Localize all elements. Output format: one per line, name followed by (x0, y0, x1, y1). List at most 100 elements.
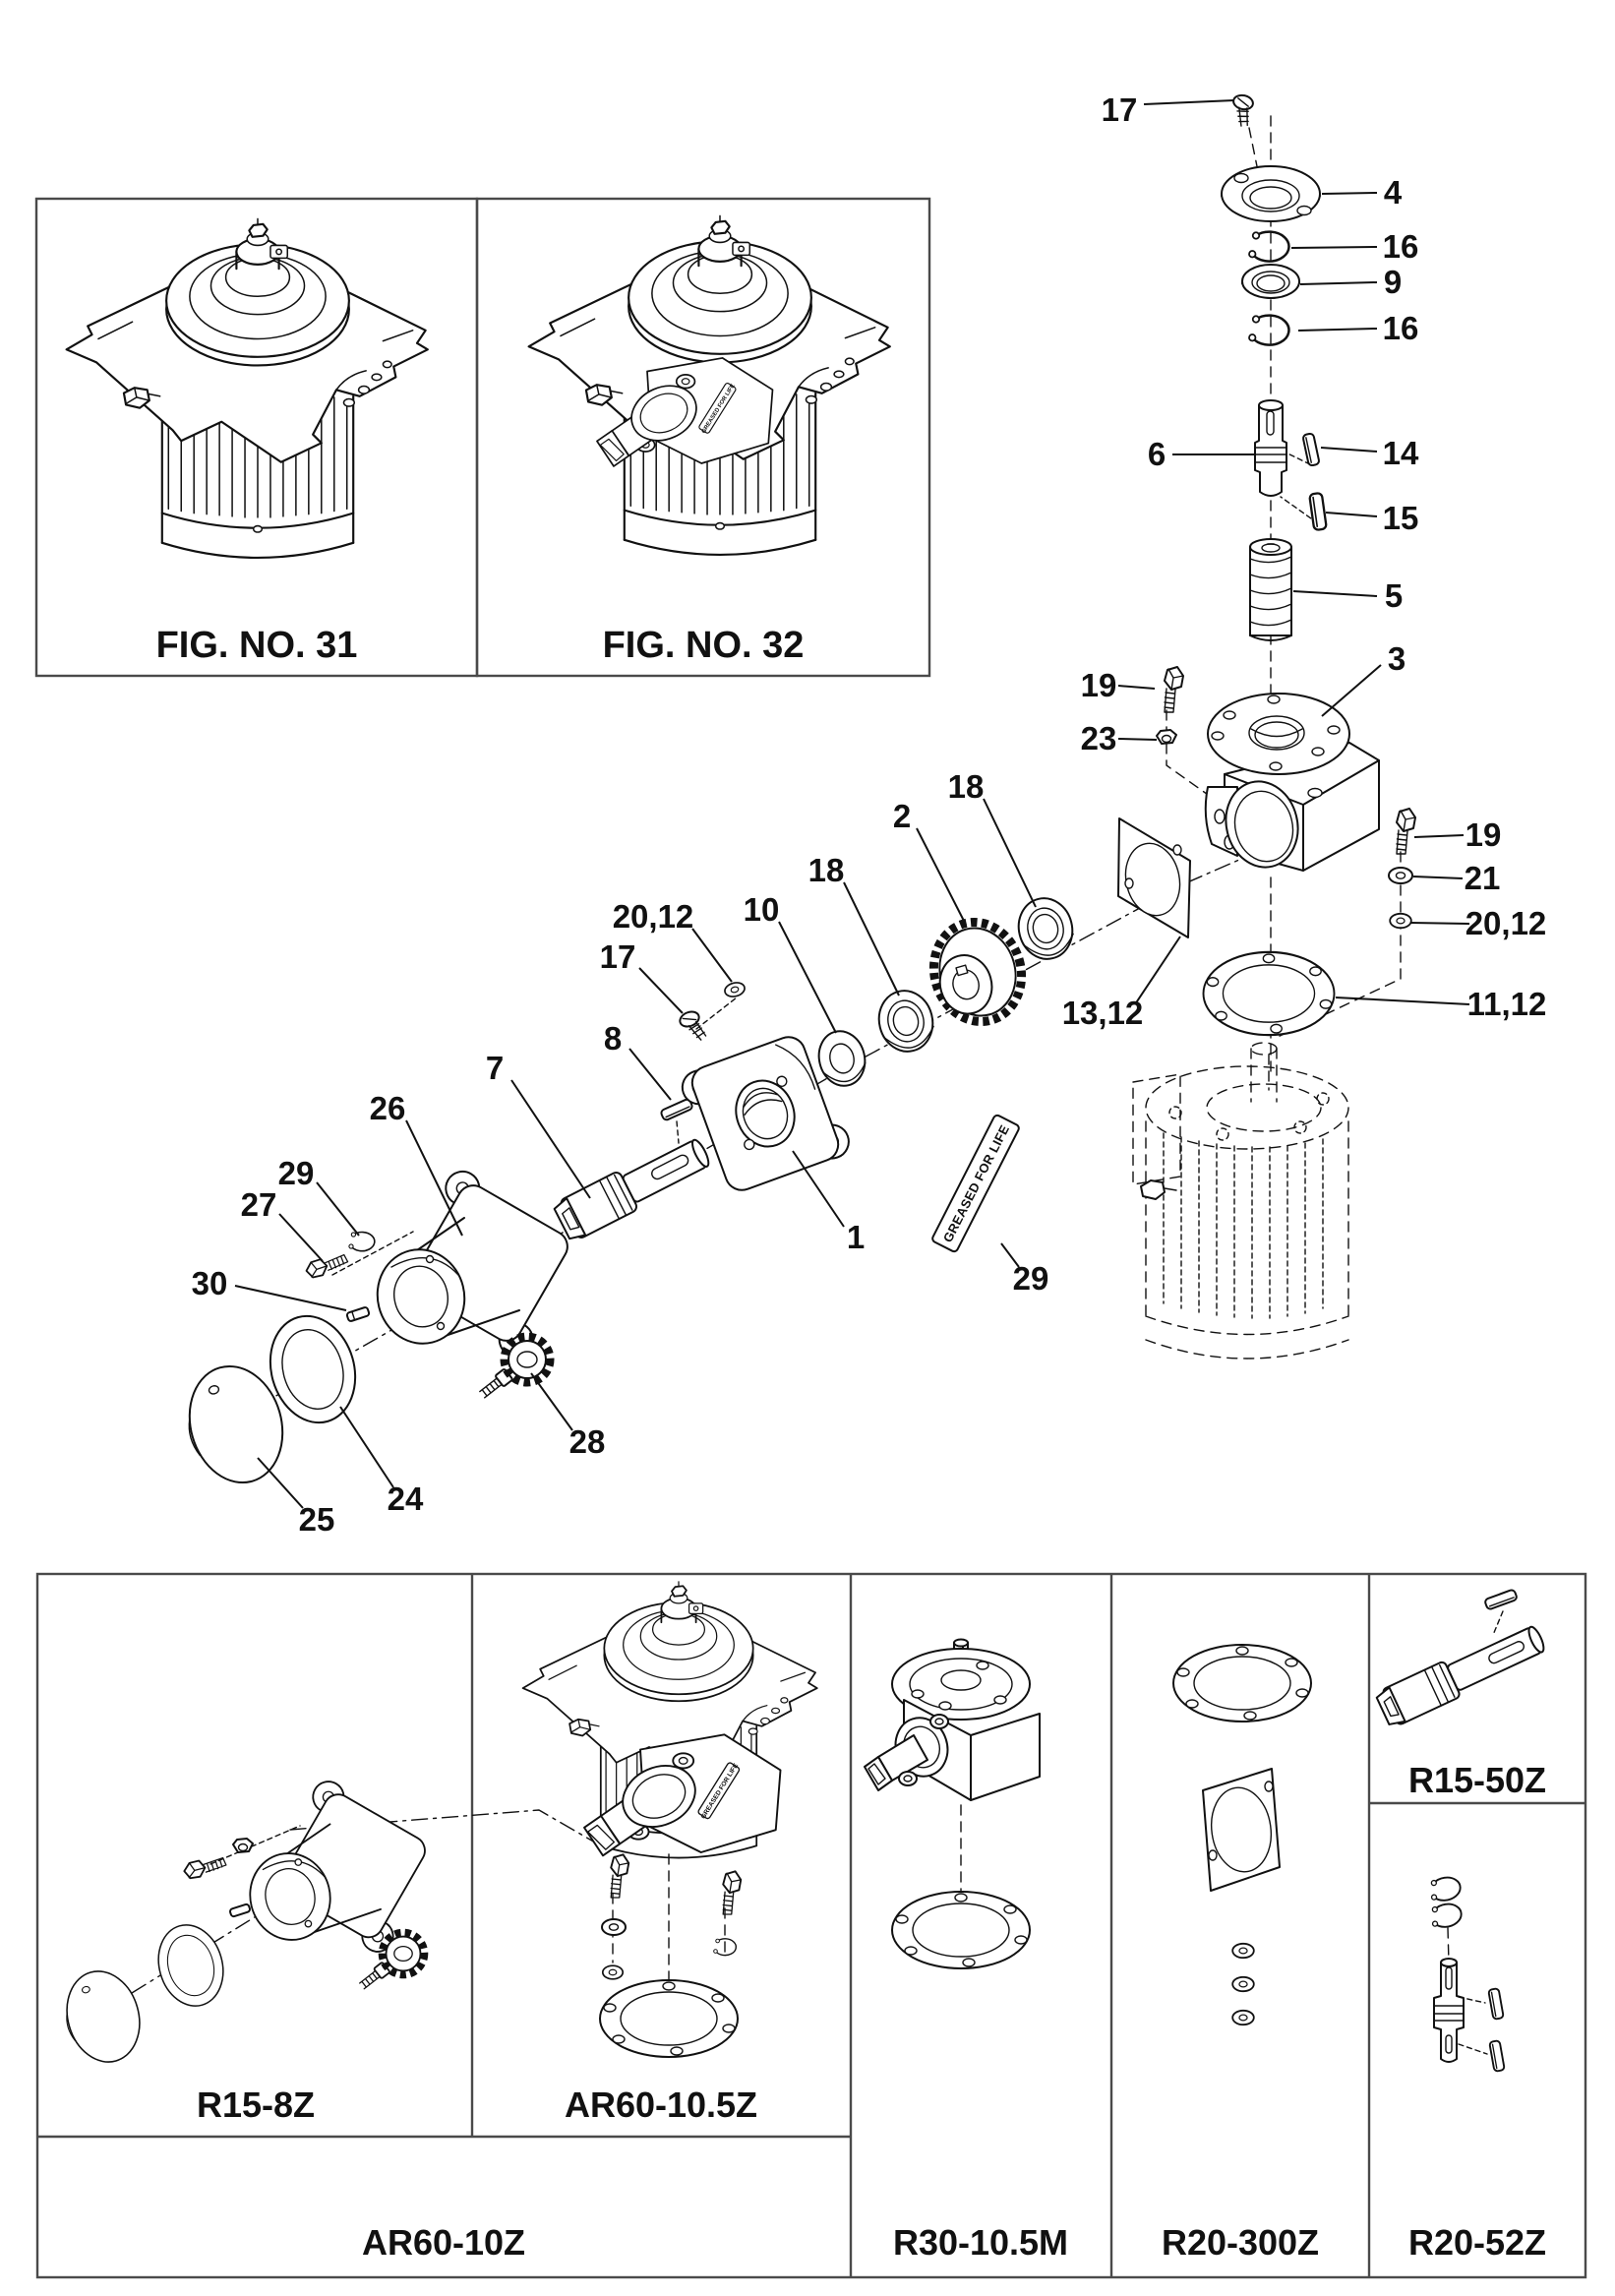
callout-label: 18 (808, 852, 845, 888)
part-bolt-19b (1396, 808, 1416, 855)
callout-leader (1325, 512, 1378, 517)
callout-label: 19 (1081, 667, 1117, 703)
part-bearing-9 (1241, 264, 1300, 299)
part-shaft-6 (1254, 399, 1287, 497)
callout-label: 16 (1383, 310, 1419, 346)
part-screw-17-top (1227, 92, 1256, 129)
callout-label: 17 (1102, 91, 1138, 128)
part-bearing-18b (871, 984, 940, 1058)
callout-label: 17 (600, 938, 636, 975)
callout-leader (510, 1079, 591, 1199)
callout-leader (1117, 685, 1156, 690)
callout-label: 8 (604, 1020, 622, 1057)
callout-leader (1321, 664, 1382, 717)
part-housing-3 (1204, 693, 1380, 872)
callout-leader (843, 881, 900, 997)
kit-grid (35, 1572, 1587, 2279)
part-spacer-10 (817, 1030, 867, 1087)
kit-caption-r15-50z: R15-50Z (1408, 1760, 1546, 1800)
part-bolt-19a (1164, 666, 1184, 713)
callout-label: 30 (192, 1265, 228, 1301)
callout-leader (1117, 738, 1158, 741)
callout-leader (792, 1150, 845, 1228)
kit-r30-105m-art (864, 1638, 1041, 1969)
callout-leader (916, 827, 967, 926)
callout-leader (1297, 328, 1378, 332)
callout-leader (257, 1457, 304, 1509)
callout-label: 28 (569, 1423, 606, 1460)
callout-label: 13,12 (1062, 995, 1144, 1031)
callout-label: 14 (1383, 435, 1419, 471)
callout-label: 27 (241, 1186, 277, 1223)
fig32-caption: FIG. NO. 32 (603, 625, 805, 666)
fig31-panel: FIG. NO. 31 (34, 197, 479, 678)
part-bearing-18a (1011, 891, 1080, 966)
kit-r20-52z-art (1427, 1873, 1506, 2073)
part-knob-28 (478, 1337, 550, 1400)
part-washer-21 (1388, 867, 1413, 884)
callout-label: 5 (1385, 577, 1403, 614)
callout-label: 20,12 (1465, 905, 1547, 941)
callout-leader (1000, 1242, 1020, 1268)
callout-leader (983, 798, 1037, 908)
callout-leader (691, 928, 733, 983)
part-gasket-1112 (1202, 950, 1336, 1037)
callout-label: 4 (1384, 174, 1403, 211)
callout-label: 25 (299, 1501, 335, 1538)
callout-leader (1335, 997, 1470, 1005)
callout-label: 15 (1383, 500, 1419, 536)
callout-leader (638, 967, 684, 1014)
part-screw-17b (677, 1007, 709, 1046)
callout-leader (1134, 936, 1181, 1005)
callout-leader (530, 1372, 573, 1431)
brand-band: GREASED FOR LIFE (931, 1114, 1020, 1253)
callout-leader (1413, 834, 1465, 838)
callout-label: 10 (744, 891, 780, 928)
callout-leader (1290, 246, 1378, 249)
callout-label: 6 (1148, 436, 1166, 472)
callout-leader (316, 1181, 360, 1237)
brand-band-label: GREASED FOR LIFE (940, 1122, 1012, 1244)
callout-leader (628, 1048, 672, 1101)
part-shaft-7 (553, 1138, 710, 1240)
callout-label: 24 (388, 1480, 424, 1517)
callout-label: 29 (278, 1155, 315, 1191)
part-pin-30 (345, 1306, 371, 1322)
kit-r15-50z-art (1375, 1588, 1545, 1725)
callout-leader (1412, 876, 1464, 879)
part-worm-5 (1249, 538, 1292, 641)
kit-caption-r30-105m: R30-10.5M (893, 2222, 1068, 2263)
part-key-15 (1308, 491, 1328, 532)
kit-r20-300z-art (1172, 1644, 1312, 2026)
callout-leader (1321, 192, 1378, 195)
hidden-motor (1132, 1042, 1349, 1359)
callout-label: 23 (1081, 720, 1117, 756)
callout-label: 29 (1013, 1260, 1049, 1297)
callout-leader (1299, 281, 1378, 285)
kit-ar60-105z-art (521, 1580, 818, 2058)
callout-label: 1 (847, 1219, 865, 1255)
callout-leader (405, 1119, 463, 1237)
part-lockwasher-2012b (1389, 912, 1412, 930)
part-flange-1 (681, 1036, 850, 1191)
kit-caption-ar60-10z: AR60-10Z (362, 2222, 525, 2263)
fig31-motor (65, 217, 429, 560)
part-ring-29a (348, 1231, 376, 1252)
callout-leader (339, 1406, 394, 1488)
part-nut-23 (1156, 729, 1177, 745)
part-gear-2 (928, 917, 1027, 1027)
part-ring-16b (1247, 314, 1290, 346)
callout-leader (1143, 99, 1235, 105)
part-plate-1312 (1117, 817, 1191, 938)
kit-caption-r20-300z: R20-300Z (1162, 2222, 1319, 2263)
callout-label: 9 (1384, 264, 1402, 300)
callout-leader (1292, 590, 1378, 597)
callout-label: 2 (893, 798, 911, 834)
kit-caption-ar60-105z: AR60-10.5Z (565, 2085, 757, 2125)
part-ring-16a (1247, 230, 1290, 263)
callout-leader (778, 921, 837, 1034)
kit-caption-r20-52z: R20-52Z (1408, 2222, 1546, 2263)
callout-label: 20,12 (613, 898, 694, 935)
